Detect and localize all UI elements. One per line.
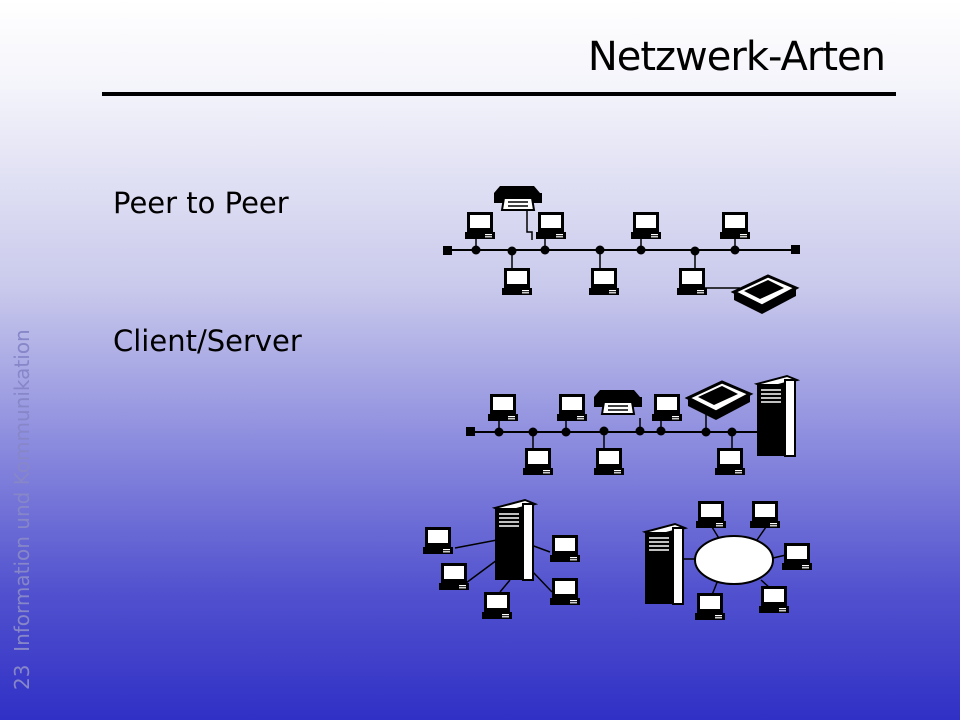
- computer-icon: [423, 527, 453, 554]
- title-underline: [102, 92, 896, 96]
- computer-icon: [715, 448, 745, 475]
- computer-icon: [589, 268, 619, 295]
- slide-title: Netzwerk-Arten: [587, 34, 886, 80]
- computer-icon: [696, 501, 726, 528]
- label-peer-to-peer: Peer to Peer: [113, 186, 289, 220]
- computer-icon: [557, 394, 587, 421]
- ring-network-diagram: [644, 501, 812, 620]
- bus-terminator: [443, 246, 452, 255]
- computer-icon: [594, 448, 624, 475]
- computer-icon: [677, 268, 707, 295]
- label-client-server: Client/Server: [113, 324, 302, 358]
- computer-icon: [482, 592, 512, 619]
- printer-icon: [493, 185, 543, 211]
- computer-icon: [631, 212, 661, 239]
- computer-icon: [536, 212, 566, 239]
- computer-icon: [652, 394, 682, 421]
- scanner-icon: [732, 274, 798, 316]
- printer-icon: [593, 389, 643, 415]
- bus-terminator: [466, 427, 475, 436]
- computer-icon: [750, 501, 780, 528]
- computer-icon: [550, 578, 580, 605]
- computer-icon: [695, 593, 725, 620]
- computer-icon: [465, 212, 495, 239]
- computer-icon: [550, 535, 580, 562]
- computer-icon: [439, 563, 469, 590]
- ring-hub: [694, 535, 774, 585]
- client-server-bus-diagram: [466, 375, 798, 475]
- peer-to-peer-diagram: [443, 185, 800, 316]
- computer-icon: [523, 448, 553, 475]
- computer-icon: [488, 394, 518, 421]
- server-icon: [756, 375, 798, 457]
- star-network-diagram: [423, 499, 580, 619]
- server-icon: [494, 499, 536, 581]
- computer-icon: [782, 543, 812, 570]
- scanner-icon: [686, 380, 752, 422]
- bus-terminator: [791, 245, 800, 254]
- computer-icon: [720, 212, 750, 239]
- server-icon: [644, 523, 686, 605]
- computer-icon: [502, 268, 532, 295]
- computer-icon: [759, 586, 789, 613]
